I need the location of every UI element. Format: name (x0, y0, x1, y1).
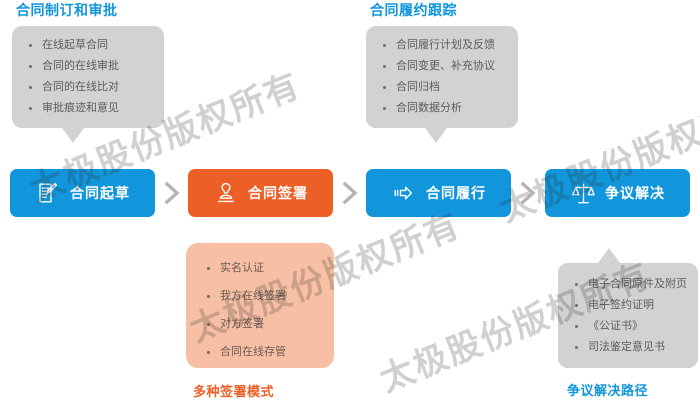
signing-list: 实名认证 我方在线签署 对方签署 合同在线存管 (204, 261, 324, 359)
list-item: 我方在线签署 (204, 289, 324, 303)
list-item: 合同的在线比对 (26, 80, 154, 94)
flow-step-label: 合同起草 (70, 185, 130, 201)
flow-step-dispute-resolution[interactable]: 争议解决 (545, 169, 690, 217)
drafting-list: 在线起草合同 合同的在线审批 合同的在线比对 审批痕迹和意见 (26, 38, 154, 115)
caption-dispute-path: 争议解决路径 (567, 383, 649, 398)
stamp-seal-icon (213, 180, 239, 206)
caption-signing-modes: 多种签署模式 (193, 384, 275, 399)
bubble-tail-icon (598, 248, 620, 263)
list-item: 电子签约证明 (572, 298, 688, 312)
flow-step-label: 合同签署 (248, 185, 308, 201)
list-item: 司法鉴定意见书 (572, 340, 688, 354)
list-item: 《公证书》 (572, 319, 688, 333)
flow-step-label: 争议解决 (605, 185, 665, 201)
document-pen-icon (35, 180, 61, 206)
panel-signing-modes: 实名认证 我方在线签署 对方签署 合同在线存管 (186, 243, 334, 368)
list-item: 合同履行计划及反馈 (380, 38, 508, 52)
flow-step-contract-signing[interactable]: 合同签署 (188, 169, 333, 217)
list-item: 审批痕迹和意见 (26, 101, 154, 115)
dispute-list: 电子合同原件及附页 电子签约证明 《公证书》 司法鉴定意见书 (572, 277, 688, 354)
section-title-drafting: 合同制订和审批 (16, 2, 118, 18)
list-item: 对方签署 (204, 317, 324, 331)
callout-performance: 合同履行计划及反馈 合同变更、补充协议 合同归档 合同数据分析 (366, 26, 518, 143)
scales-justice-icon (570, 180, 596, 206)
arrow-right-icon (391, 180, 417, 206)
list-item: 合同的在线审批 (26, 59, 154, 73)
chevron-right-icon-2 (340, 180, 360, 206)
list-item: 实名认证 (204, 261, 324, 275)
flow-step-contract-performance[interactable]: 合同履行 (366, 169, 511, 217)
callout-drafting: 在线起草合同 合同的在线审批 合同的在线比对 审批痕迹和意见 (12, 26, 164, 143)
list-item: 合同数据分析 (380, 101, 508, 115)
performance-list: 合同履行计划及反馈 合同变更、补充协议 合同归档 合同数据分析 (380, 38, 508, 115)
list-item: 合同在线存管 (204, 345, 324, 359)
list-item: 在线起草合同 (26, 38, 154, 52)
chevron-right-icon-1 (162, 180, 182, 206)
flow-step-label: 合同履行 (426, 185, 486, 201)
list-item: 合同变更、补充协议 (380, 59, 508, 73)
callout-dispute-evidence: 电子合同原件及附页 电子签约证明 《公证书》 司法鉴定意见书 (558, 248, 698, 368)
list-item: 电子合同原件及附页 (572, 277, 688, 291)
flow-step-contract-drafting[interactable]: 合同起草 (10, 169, 155, 217)
list-item: 合同归档 (380, 80, 508, 94)
bubble-tail-icon (62, 128, 84, 143)
bubble-tail-icon (425, 128, 447, 143)
chevron-right-icon-3 (518, 180, 538, 206)
section-title-performance: 合同履约跟踪 (370, 2, 457, 18)
